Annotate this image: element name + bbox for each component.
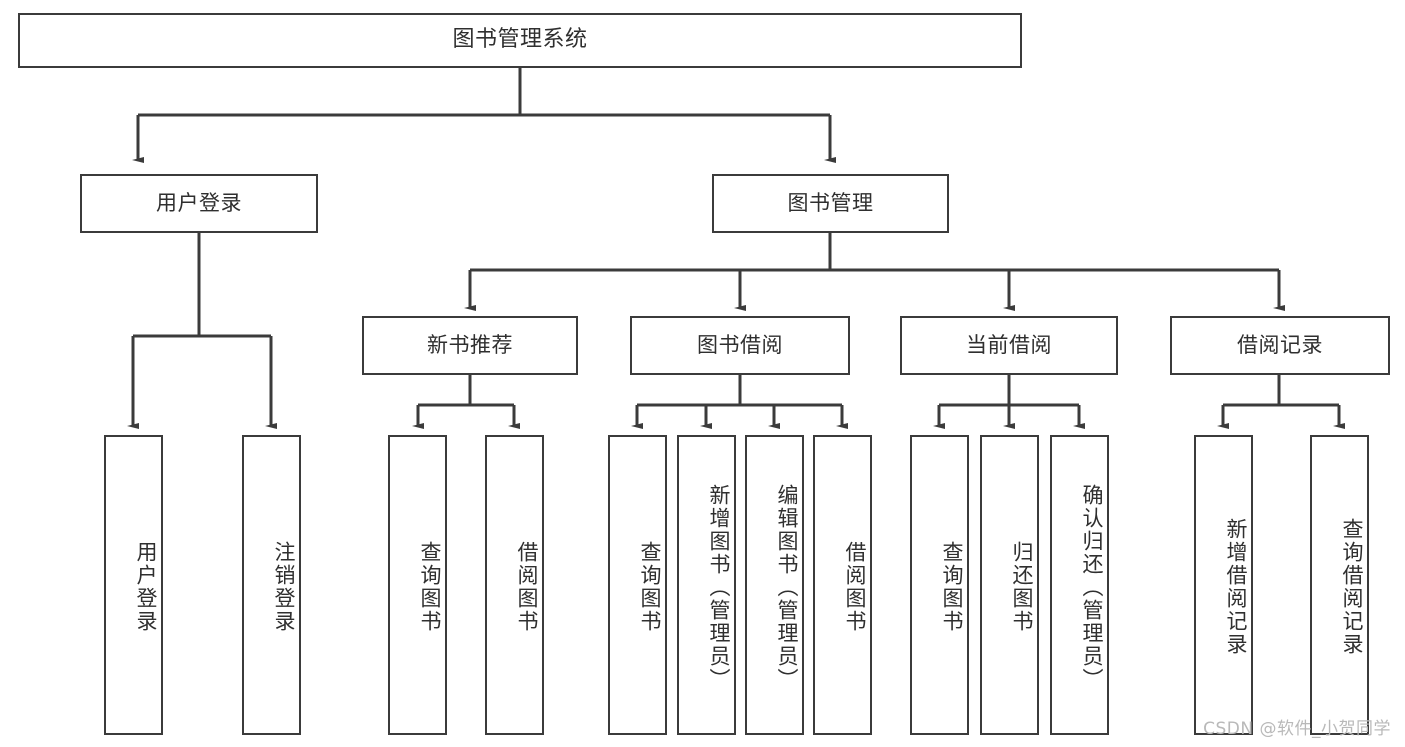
leaf-edit-book-admin[interactable]: 编辑图书（管理员） xyxy=(745,435,804,735)
node-borrow-record[interactable]: 借阅记录 xyxy=(1170,316,1390,375)
node-label: 用户登录 xyxy=(134,541,158,633)
node-book-management[interactable]: 图书管理 xyxy=(712,174,949,233)
leaf-borrow-book[interactable]: 借阅图书 xyxy=(813,435,872,735)
node-label: 新书推荐 xyxy=(427,332,513,357)
leaf-logout[interactable]: 注销登录 xyxy=(242,435,301,735)
leaf-confirm-return-admin[interactable]: 确认归还（管理员） xyxy=(1050,435,1109,735)
node-label: 图书借阅 xyxy=(697,332,783,357)
node-label: 用户登录 xyxy=(156,190,242,215)
node-label: 新增借阅记录 xyxy=(1224,518,1248,656)
leaf-user-login[interactable]: 用户登录 xyxy=(104,435,163,735)
node-label: 查询借阅记录 xyxy=(1340,518,1364,656)
watermark-text: CSDN @软件_小贺同学 xyxy=(1203,719,1391,739)
leaf-query-book-recommend[interactable]: 查询图书 xyxy=(388,435,447,735)
node-label: 当前借阅 xyxy=(966,332,1052,357)
node-label: 借阅图书 xyxy=(515,541,539,633)
node-user-login[interactable]: 用户登录 xyxy=(80,174,318,233)
node-root-system[interactable]: 图书管理系统 xyxy=(18,13,1022,68)
node-label: 注销登录 xyxy=(272,541,296,633)
node-label: 图书管理 xyxy=(787,190,874,215)
node-label: 查询图书 xyxy=(418,541,442,633)
node-label: 查询图书 xyxy=(638,541,662,633)
node-new-book-recommend[interactable]: 新书推荐 xyxy=(362,316,578,375)
node-label: 借阅记录 xyxy=(1237,332,1323,357)
node-label: 编辑图书（管理员） xyxy=(775,483,799,691)
leaf-query-borrow-record[interactable]: 查询借阅记录 xyxy=(1310,435,1369,735)
node-label: 确认归还（管理员） xyxy=(1080,483,1104,691)
node-label: 归还图书 xyxy=(1010,541,1034,633)
leaf-add-book-admin[interactable]: 新增图书（管理员） xyxy=(677,435,736,735)
leaf-add-borrow-record[interactable]: 新增借阅记录 xyxy=(1194,435,1253,735)
leaf-query-book-borrow[interactable]: 查询图书 xyxy=(608,435,667,735)
node-book-borrow[interactable]: 图书借阅 xyxy=(630,316,850,375)
leaf-return-book[interactable]: 归还图书 xyxy=(980,435,1039,735)
node-label: 新增图书（管理员） xyxy=(707,483,731,691)
leaf-borrow-book-recommend[interactable]: 借阅图书 xyxy=(485,435,544,735)
node-label: 图书管理系统 xyxy=(452,27,588,53)
node-current-borrow[interactable]: 当前借阅 xyxy=(900,316,1118,375)
leaf-query-book-current[interactable]: 查询图书 xyxy=(910,435,969,735)
node-label: 查询图书 xyxy=(940,541,964,633)
node-label: 借阅图书 xyxy=(843,541,867,633)
